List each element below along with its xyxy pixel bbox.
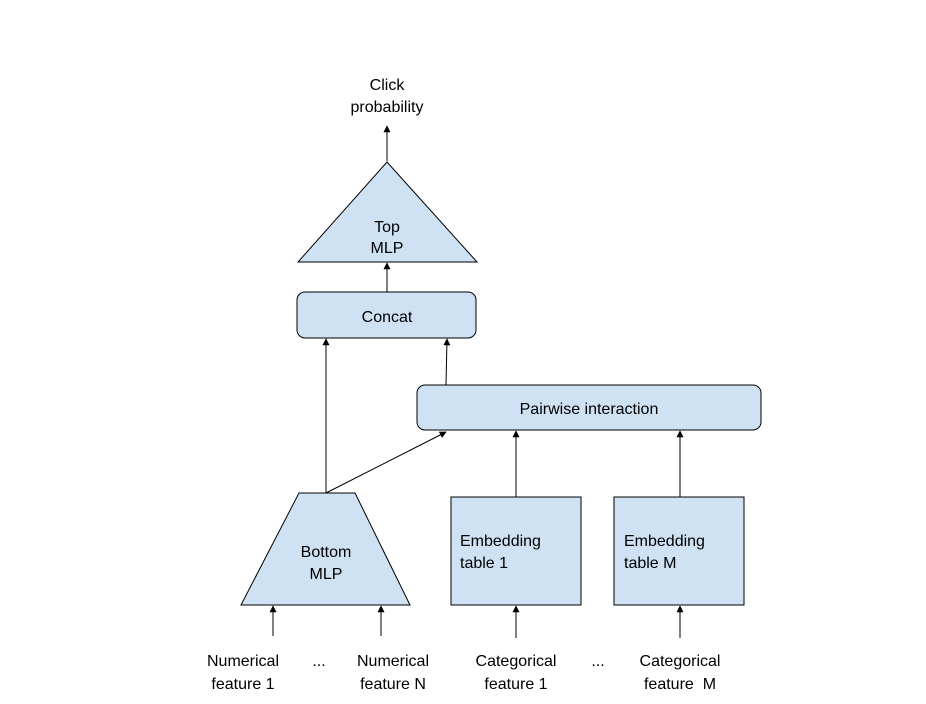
bottom-mlp-node: [240, 492, 411, 606]
top-mlp-label-line2: MLP: [371, 240, 404, 257]
categorical-ellipsis: ...: [591, 653, 604, 670]
categorical-feature-1-label-line2: feature 1: [484, 676, 547, 693]
numerical-feature-1-label-line1: Numerical: [207, 653, 279, 670]
numerical-feature-n-label-line1: Numerical: [357, 653, 429, 670]
click-probability-label-line2: probability: [351, 99, 424, 116]
numerical-feature-1-label-line2: feature 1: [211, 676, 274, 693]
categorical-feature-m-label-line1: Categorical: [640, 653, 721, 670]
embedding-table-1-label-line1: Embedding: [460, 533, 541, 550]
top-mlp-node: [296, 161, 479, 263]
concat-label: Concat: [362, 309, 413, 326]
click-probability-label-line1: Click: [370, 77, 406, 94]
embedding-table-m-node: [613, 496, 745, 606]
pairwise-interaction-node: [416, 384, 762, 431]
edge-pairwise-to-concat: [443, 338, 451, 386]
bottom-mlp-label-line1: Bottom: [301, 544, 352, 561]
bottom-mlp-label-line2: MLP: [310, 566, 343, 583]
embedding-table-m-label-line1: Embedding: [624, 533, 705, 550]
numerical-ellipsis: ...: [312, 653, 325, 670]
embedding-table-m-label-line2: table M: [624, 555, 676, 572]
pairwise-interaction-label: Pairwise interaction: [520, 401, 659, 418]
embedding-table-1-node: [450, 496, 582, 606]
embedding-table-1-label-line2: table 1: [460, 555, 508, 572]
numerical-feature-n-label-line2: feature N: [360, 676, 426, 693]
top-mlp-label-line1: Top: [374, 219, 400, 236]
edge-bottom-mlp-to-pairwise: [325, 431, 447, 494]
categorical-feature-m-label-line2: feature M: [644, 676, 716, 693]
categorical-feature-1-label-line1: Categorical: [476, 653, 557, 670]
